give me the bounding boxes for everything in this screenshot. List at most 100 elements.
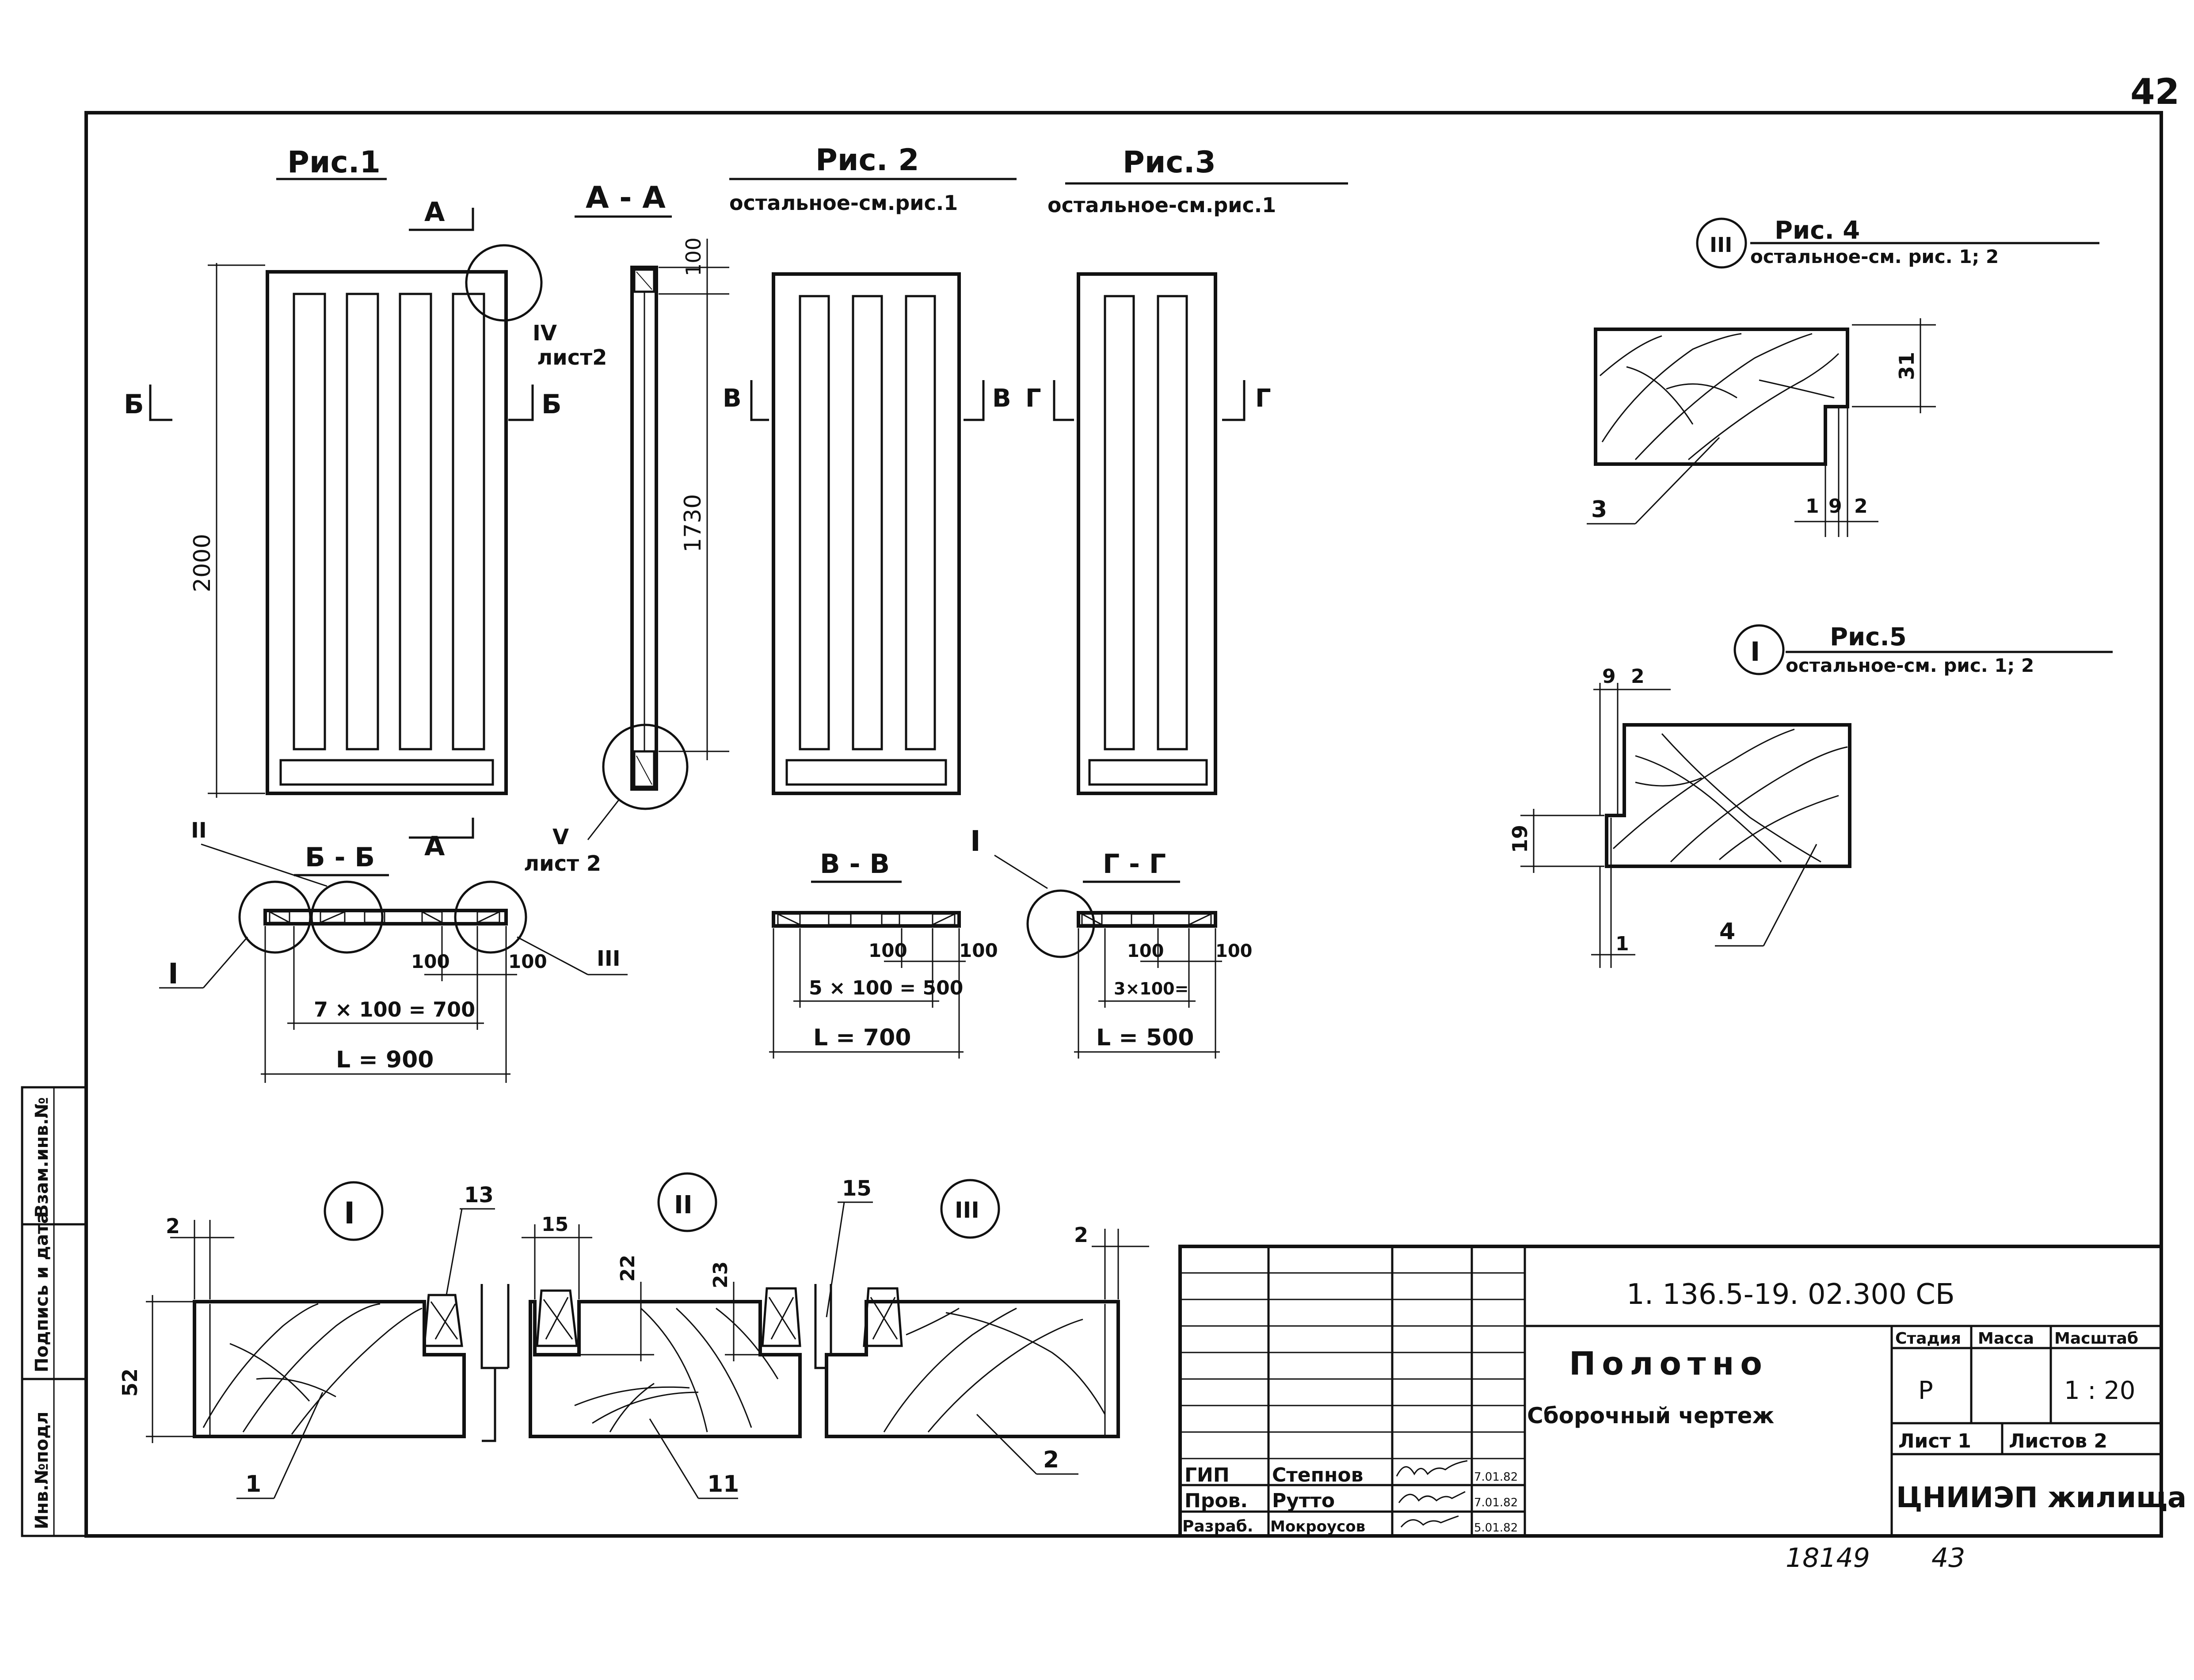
fig4-dim-b: 9 [1828, 495, 1842, 518]
fig5-dim-bottom: 1 [1615, 933, 1629, 955]
fig1-mark-b-left: Б [124, 389, 144, 420]
fig4-dim-a: 1 [1805, 495, 1819, 518]
callout-iii-circle [454, 880, 527, 954]
fig4-dim-c: 2 [1854, 495, 1868, 518]
side-stamp-inv: Инв.№подл [32, 1412, 52, 1529]
fig5-dim-top-a: 9 [1602, 665, 1616, 688]
fig4-part: 3 [1591, 496, 1607, 523]
stage-value: Р [1918, 1376, 1933, 1405]
title-block: 1. 136.5-19. 02.300 СБ Полотно Сборочный… [1178, 1245, 2186, 1538]
callout-i-gg-circle [1026, 889, 1095, 958]
callout-ii-circle [310, 880, 384, 954]
section-aa-profile [630, 266, 658, 791]
doc-code: 1. 136.5-19. 02.300 СБ [1626, 1278, 1955, 1311]
detail-ii-block [529, 1300, 802, 1438]
fig3-title: Рис.3 [1123, 145, 1216, 180]
detail-dim-15: 15 [541, 1213, 568, 1236]
callout-i-circle [238, 880, 312, 954]
section-vv-profile [772, 911, 961, 928]
sig-date-gip: 7.01.82 [1474, 1470, 1518, 1484]
callout-iv-circle [465, 244, 543, 322]
detail-part-15-left [761, 1287, 801, 1347]
details-row: I II III [118, 1172, 1149, 1499]
detail-part-11-label: 11 [707, 1471, 739, 1497]
fig1-door-leaf [266, 270, 508, 795]
sig-date-prov: 7.01.82 [1474, 1496, 1518, 1509]
fig5-dim-left: 19 [1508, 825, 1532, 853]
figure-4: III Рис. 4 остальное-см. рис. 1; 2 31 1 … [1587, 216, 2099, 537]
callout-i-label: I [168, 958, 179, 990]
section-aa-top-dim: 100 [682, 237, 705, 276]
callout-v-num: V [552, 825, 569, 850]
gg-dim-total: L = 500 [1096, 1025, 1194, 1051]
fig4-callout: III [1710, 233, 1732, 257]
section-gg: Г - Г I 100 100 3×100= L = 500 [970, 825, 1253, 1059]
doc-name: Полотно [1569, 1345, 1768, 1382]
fig3-mark-g-right: Г [1255, 384, 1271, 413]
side-stamp-sign: Подпись и дата [32, 1212, 52, 1372]
drawing-frame [84, 111, 2163, 1538]
bb-dim-end: 100 [508, 951, 547, 972]
fig2-title: Рис. 2 [815, 143, 919, 178]
section-aa-title: А - А [586, 180, 666, 215]
fig2-mark-v-right: В [992, 384, 1011, 413]
section-aa-height-dim: 1730 [680, 494, 706, 552]
fig5-callout-circle [1733, 624, 1785, 675]
detail-iii-label: III [955, 1197, 979, 1223]
detail-part-1-label: 1 [245, 1471, 261, 1497]
footer-number-left: 18149 [1786, 1543, 1870, 1573]
figure-1: Рис.1 2000 А А Б Б IV лист2 [124, 145, 607, 862]
sig-role-razrab: Разраб. [1182, 1517, 1253, 1535]
sheets-total: Листов 2 [2009, 1430, 2107, 1452]
fig5-subtitle: остальное-см. рис. 1; 2 [1786, 655, 2034, 676]
fig4-callout-circle [1696, 217, 1747, 269]
fig4-dim-right: 31 [1895, 352, 1919, 380]
callout-v-sheet: лист 2 [524, 851, 601, 876]
bb-dim-span: 7 × 100 = 700 [314, 998, 475, 1021]
callout-ii-label: II [191, 818, 207, 843]
side-stamp-swap: Взам.инв.№ [32, 1097, 52, 1218]
detail-i-label: I [344, 1196, 355, 1231]
fig1-title: Рис.1 [287, 145, 381, 180]
fig5-dim-top-b: 2 [1631, 665, 1645, 688]
section-bb-title: Б - Б [305, 842, 375, 873]
col-stage-header: Стадия [1895, 1330, 1961, 1348]
scale-value: 1 : 20 [2064, 1376, 2135, 1405]
detail-i-block [193, 1300, 466, 1438]
detail-dim-22: 22 [617, 1255, 639, 1282]
sig-role-prov: Пров. [1185, 1490, 1248, 1512]
detail-part-15-right [863, 1287, 903, 1347]
sig-name-razrab: Мокроусов [1270, 1518, 1365, 1535]
vv-dim-step: 100 [868, 940, 907, 961]
figure-5: I Рис.5 остальное-см. рис. 1; 2 9 2 19 [1508, 623, 2113, 968]
gg-dim-span: 3×100= [1114, 979, 1188, 998]
sig-date-razrab: 5.01.82 [1474, 1521, 1518, 1535]
gg-dim-end: 100 [1215, 941, 1253, 961]
fig4-subtitle: остальное-см. рис. 1; 2 [1750, 246, 1999, 267]
fig1-mark-a-bottom: А [424, 831, 445, 862]
detail-ii-gasket [536, 1289, 578, 1347]
vv-dim-total: L = 700 [813, 1025, 911, 1051]
figure-2: Рис. 2 остальное-см.рис.1 В В [723, 143, 1017, 795]
col-mass-header: Масса [1978, 1330, 2034, 1348]
org-name: ЦНИИЭП жилища [1896, 1482, 2186, 1514]
detail-dim-left-gap: 2 [166, 1214, 180, 1238]
fig4-title: Рис. 4 [1775, 216, 1860, 245]
fig1-mark-a-top: А [424, 197, 445, 228]
detail-part-15-label: 15 [842, 1176, 872, 1201]
section-gg-title: Г - Г [1103, 849, 1166, 880]
sig-name-prov: Рутто [1272, 1490, 1335, 1512]
detail-iii-block [825, 1300, 1120, 1438]
footer-number-right: 43 [1931, 1543, 1965, 1573]
detail-dim-23: 23 [709, 1261, 732, 1288]
section-vv-title: В - В [820, 849, 890, 880]
bb-dim-total: L = 900 [336, 1047, 434, 1073]
detail-iii-circle [940, 1179, 1000, 1239]
fig5-section [1605, 723, 1851, 868]
vv-dim-span: 5 × 100 = 500 [809, 977, 963, 999]
detail-i-circle [324, 1181, 384, 1241]
page-number: 42 [2130, 71, 2179, 112]
section-gg-callout: I [970, 825, 981, 858]
fig1-height-dim: 2000 [189, 534, 216, 592]
